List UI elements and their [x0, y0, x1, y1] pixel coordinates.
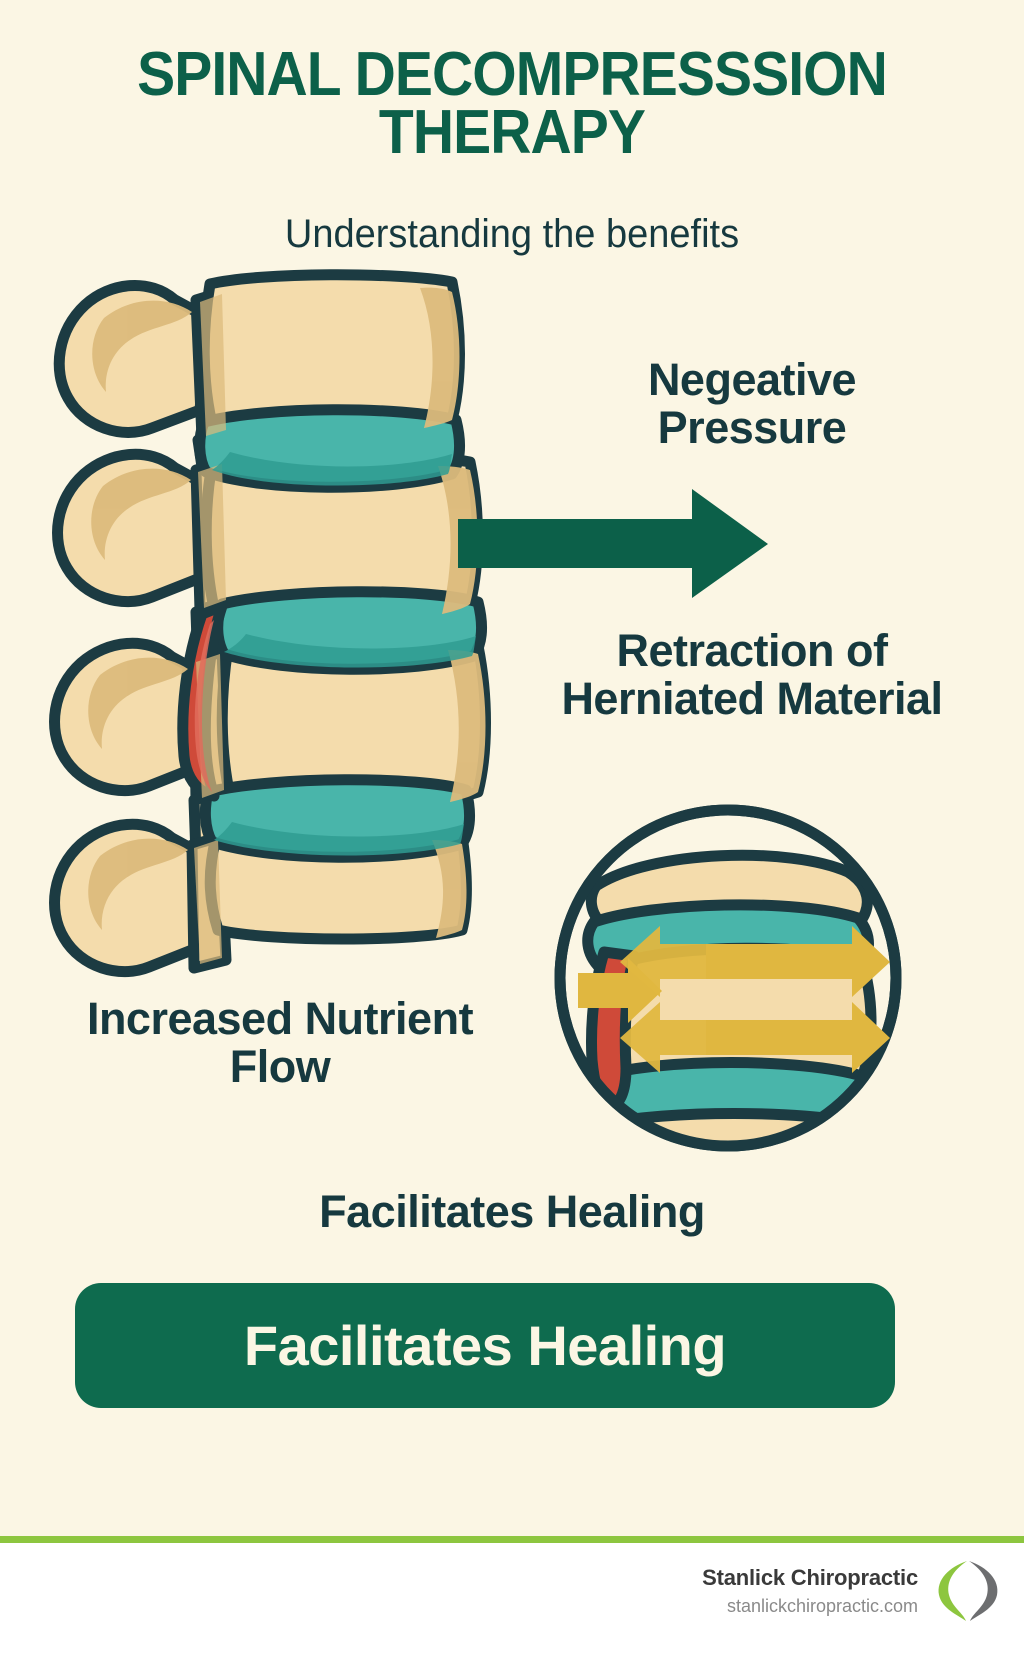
page-title: SPINAL DECOMPRESSSION THERAPY	[137, 40, 888, 167]
facilitates-healing-banner[interactable]: Facilitates Healing	[75, 1283, 895, 1408]
inset-gold-arrows	[578, 926, 890, 1073]
spine-leaf-logo-icon	[938, 1561, 998, 1621]
brand-name: Stanlick Chiropractic	[702, 1565, 918, 1590]
page-subtitle: Understanding the benefits	[284, 212, 740, 256]
label-facilitates-healing: Facilitates Healing	[319, 1186, 705, 1237]
label-retraction-of-herniated-material: Retraction of Herniated Material	[561, 625, 943, 724]
label-increased-nutrient-flow: Increased Nutrient Flow	[86, 993, 474, 1092]
label-negative-pressure: Negeative Pressure	[647, 354, 857, 453]
footer-bar: Stanlick Chiropractic stanlickchiropract…	[0, 1543, 1024, 1666]
brand-url[interactable]: stanlickchiropractic.com	[726, 1596, 918, 1616]
negative-pressure-arrow	[458, 489, 768, 598]
cta-label: Facilitates Healing	[243, 1314, 727, 1377]
footer-divider	[0, 1536, 1024, 1543]
brand-block: Stanlick Chiropractic stanlickchiropract…	[702, 1565, 918, 1617]
